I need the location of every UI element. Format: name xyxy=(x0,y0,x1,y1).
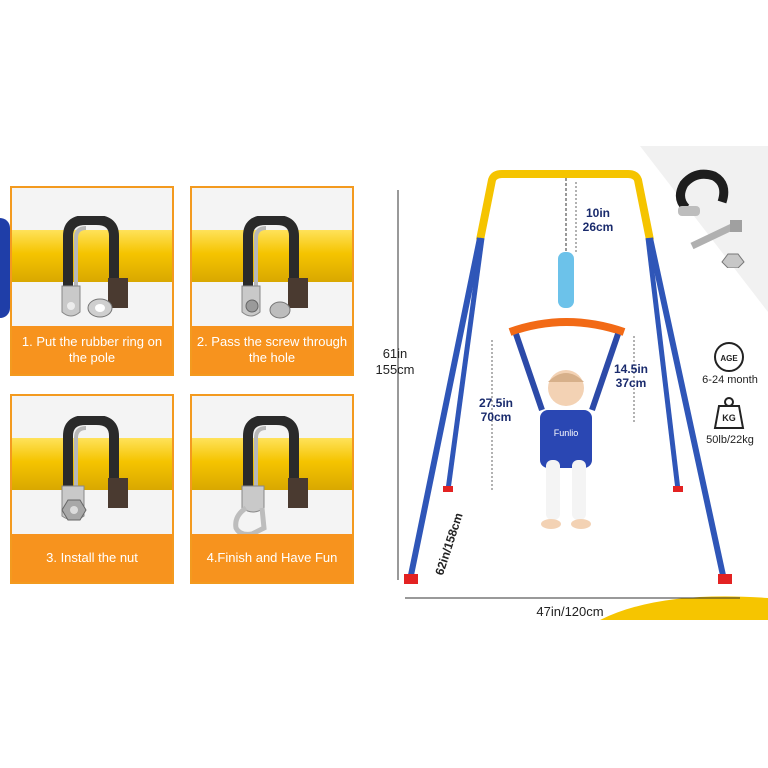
pipe-clamp-screw-icon xyxy=(241,216,308,319)
age-icon: AGE xyxy=(714,342,744,372)
weight-limit-text: 50lb/22kg xyxy=(706,434,754,446)
step-4-caption: 4.Finish and Have Fun xyxy=(192,534,352,582)
blue-accent-edge xyxy=(0,218,10,318)
step-4-panel: 4.Finish and Have Fun xyxy=(190,394,354,584)
weight-icon: KG xyxy=(713,397,745,429)
step-1-caption: 1. Put the rubber ring on the pole xyxy=(12,326,172,374)
step-3-caption: 3. Install the nut xyxy=(12,534,172,582)
jumper-frame-illustration: Funlio xyxy=(397,170,740,599)
step-2-caption: 2. Pass the screw through the hole xyxy=(192,326,352,374)
total-height-label: 61in 155cm xyxy=(375,346,415,377)
pipe-clamp-nut-icon xyxy=(61,416,128,521)
step-1-photo xyxy=(12,188,172,328)
strap-length-label: 14.5in 37cm xyxy=(613,362,649,390)
step-3-panel: 3. Install the nut xyxy=(10,394,174,584)
brand-logo: Funlio xyxy=(554,428,579,438)
step-4-photo xyxy=(192,396,352,536)
carabiner-clamp-icon xyxy=(233,416,308,536)
step-2-panel: 2. Pass the screw through the hole xyxy=(190,186,354,376)
svg-text:AGE: AGE xyxy=(720,354,738,363)
step-2-photo xyxy=(192,188,352,328)
width-label: 47in/120cm xyxy=(536,604,604,619)
chain-length-label: 10in 26cm xyxy=(582,206,614,234)
seat-height-label: 27.5in 70cm xyxy=(478,396,514,424)
svg-text:KG: KG xyxy=(722,413,736,423)
step-3-photo xyxy=(12,396,172,536)
step-1-panel: 1. Put the rubber ring on the pole xyxy=(10,186,174,376)
pipe-clamp-icon xyxy=(61,216,128,318)
age-range-text: 6-24 month xyxy=(702,374,758,386)
hardware-kit-icon xyxy=(676,169,745,268)
